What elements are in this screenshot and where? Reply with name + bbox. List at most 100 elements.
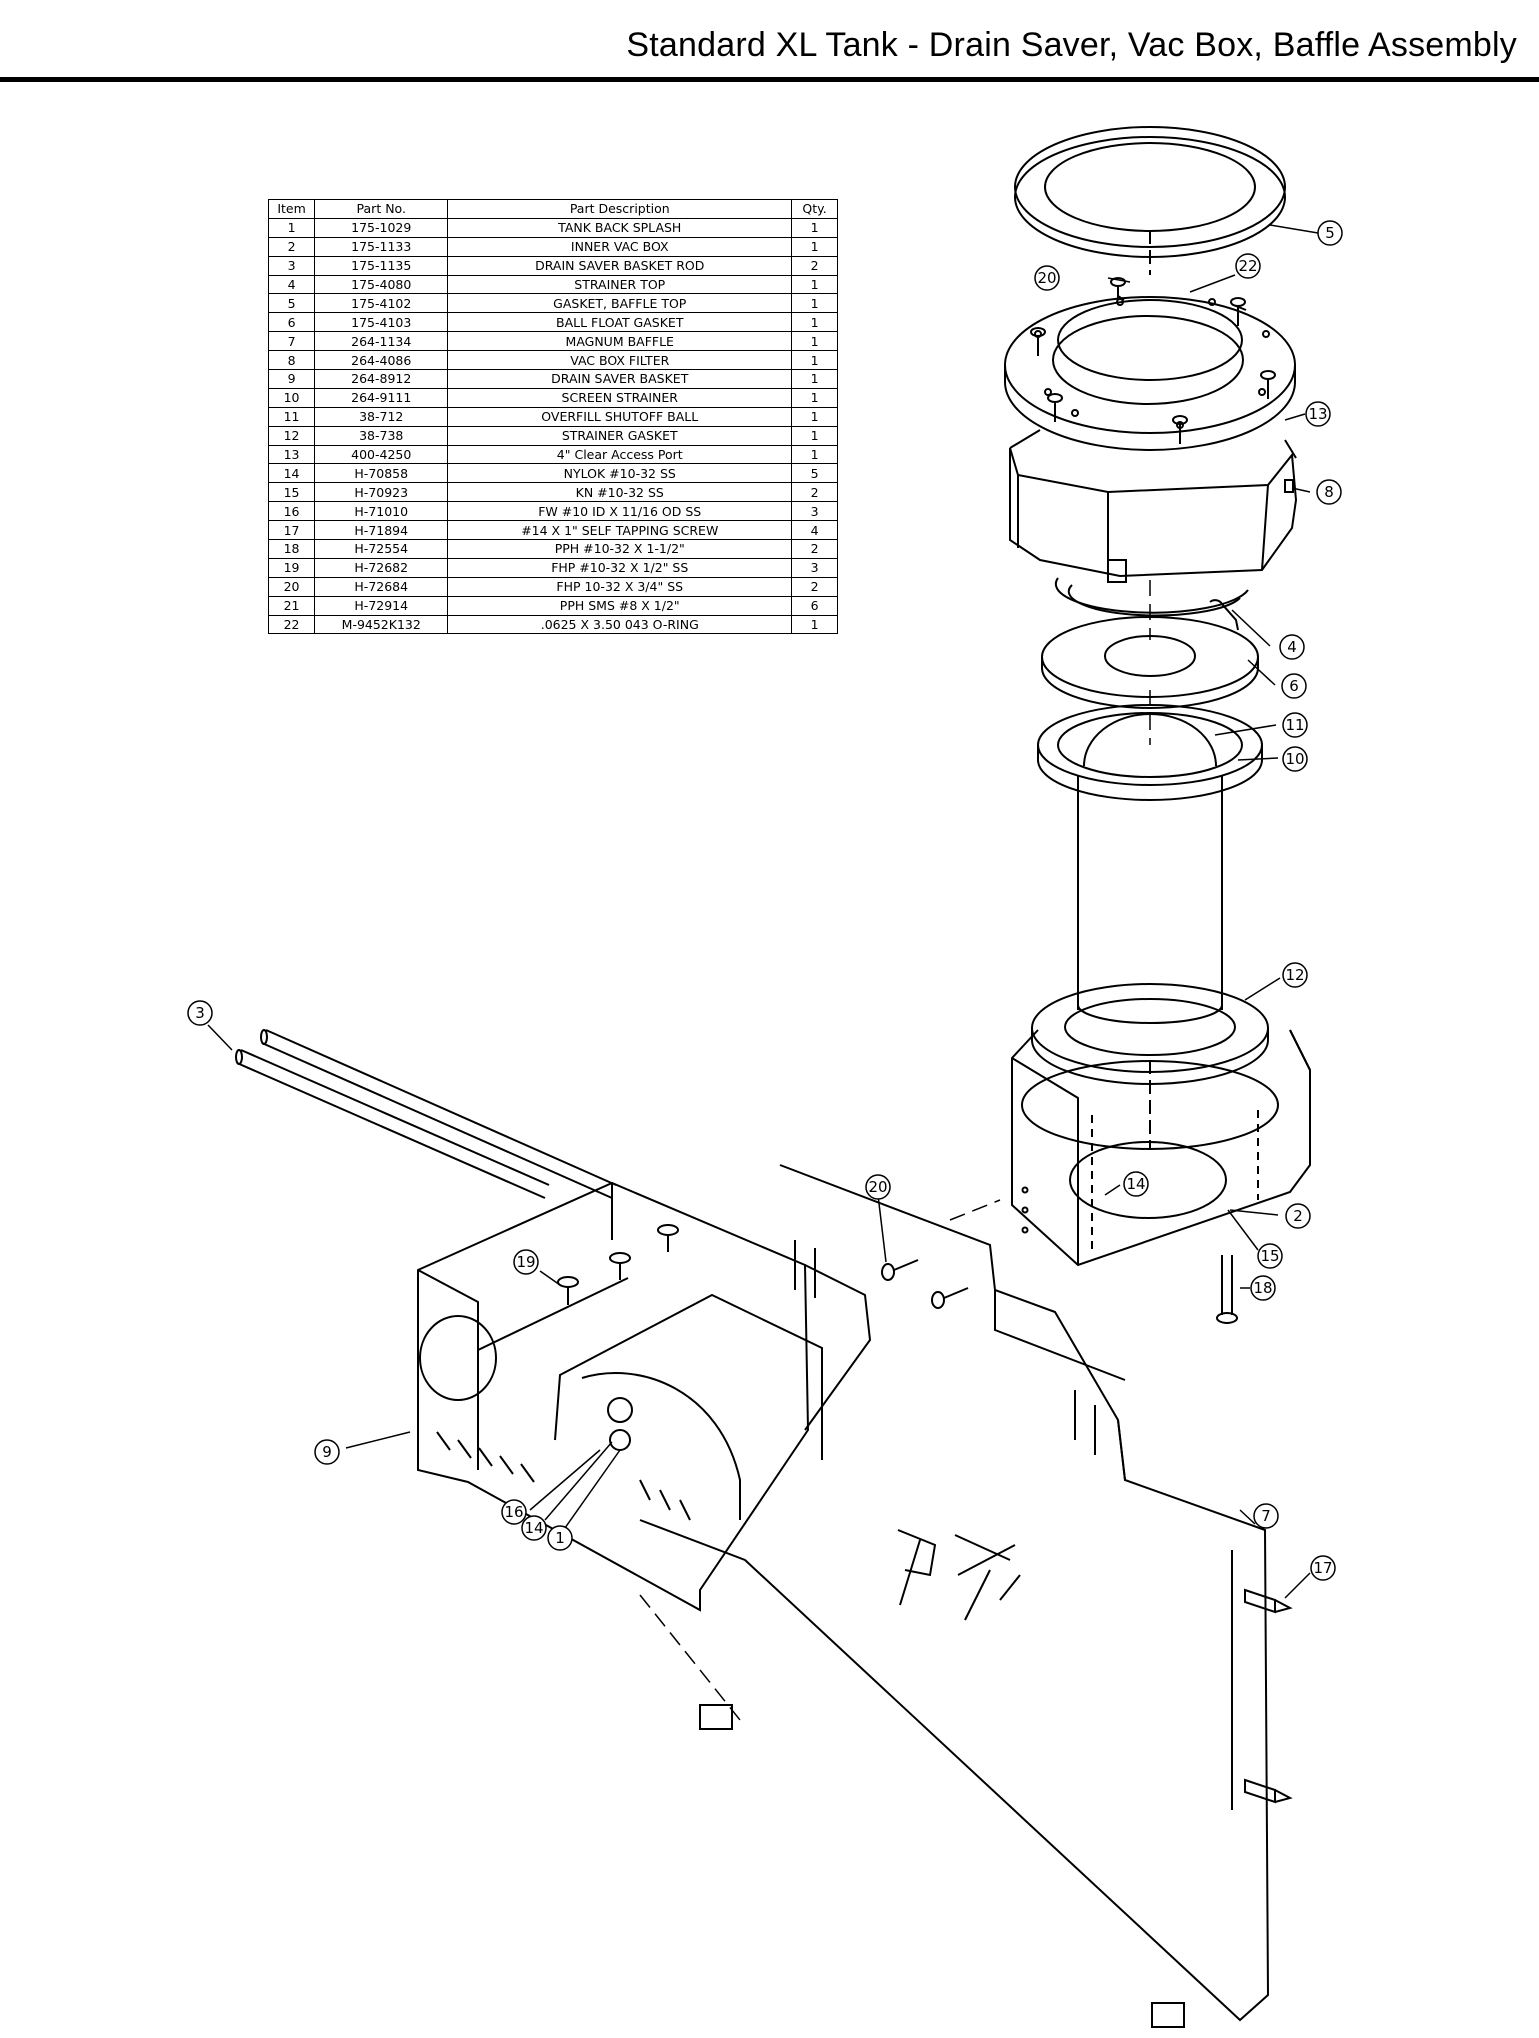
callout-15: 15: [1257, 1243, 1283, 1269]
callout-4: 4: [1279, 634, 1305, 660]
callout-20: 20: [865, 1174, 891, 1200]
cell-item: 5: [267, 293, 316, 314]
callout-16-label: 16: [504, 1503, 523, 1521]
cell-qty: 2: [791, 482, 838, 503]
cell-part-no: M-9452K132: [314, 614, 449, 635]
cell-item: 11: [267, 406, 316, 427]
cell-qty: 1: [791, 387, 838, 408]
cell-part-no: 38-738: [314, 425, 449, 446]
fhp-screws: [557, 1224, 969, 1309]
cell-part-no: H-72682: [314, 557, 449, 578]
cell-description: FHP #10-32 X 1/2" SS: [447, 557, 793, 578]
cell-qty: 1: [791, 331, 838, 352]
cell-description: KN #10-32 SS: [447, 482, 793, 503]
callout-5-label: 5: [1325, 224, 1335, 242]
callout-8: 8: [1316, 479, 1342, 505]
callout-1: 1: [547, 1525, 573, 1551]
baffle-top-gasket: [1014, 126, 1286, 275]
cell-item: 6: [267, 312, 316, 333]
callout-12: 12: [1282, 962, 1308, 988]
cell-description: NYLOK #10-32 SS: [447, 463, 793, 484]
cell-qty: 2: [791, 255, 838, 276]
cell-item: 22: [267, 614, 316, 635]
cell-part-no: 264-4086: [314, 350, 449, 371]
cell-part-no: 175-4080: [314, 274, 449, 295]
callout-12-label: 12: [1285, 966, 1304, 984]
callout-2: 2: [1285, 1203, 1311, 1229]
callout-10: 10: [1282, 746, 1308, 772]
callout-6: 6: [1281, 673, 1307, 699]
callout-14b-label: 14: [524, 1519, 543, 1537]
cell-description: STRAINER TOP: [447, 274, 793, 295]
callout-9: 9: [314, 1439, 340, 1465]
callout-13: 13: [1305, 401, 1331, 427]
cell-qty: 1: [791, 614, 838, 635]
vac-box-filter: [1009, 429, 1298, 583]
inner-vac-box: [1011, 1029, 1311, 1267]
callout-6-label: 6: [1289, 677, 1299, 695]
cell-qty: 1: [791, 274, 838, 295]
cell-qty: 1: [791, 293, 838, 314]
callout-15-label: 15: [1260, 1247, 1279, 1265]
cell-description: FW #10 ID X 11/16 OD SS: [447, 501, 793, 522]
cell-description: 4" Clear Access Port: [447, 444, 793, 465]
cell-item: 3: [267, 255, 316, 276]
callout-3: 3: [187, 1000, 213, 1026]
callout-18: 18: [1250, 1275, 1276, 1301]
centerlines: [639, 580, 1151, 1721]
cell-part-no: 175-4103: [314, 312, 449, 333]
title-rule: [0, 77, 1539, 82]
callout-14a: 14: [1123, 1171, 1149, 1197]
cell-item: 13: [267, 444, 316, 465]
strainer-top: [1054, 577, 1249, 631]
cell-qty: 1: [791, 425, 838, 446]
callout-11: 11: [1282, 712, 1308, 738]
callout-14b: 14: [521, 1515, 547, 1541]
cell-item: 10: [267, 387, 316, 408]
cell-description: MAGNUM BAFFLE: [447, 331, 793, 352]
page-title: Standard XL Tank - Drain Saver, Vac Box,…: [626, 26, 1517, 64]
cell-description: DRAIN SAVER BASKET ROD: [447, 255, 793, 276]
clear-access-port: [1004, 295, 1296, 451]
callout-19-label: 19: [516, 1253, 535, 1271]
drain-saver-basket-rods: [235, 1029, 617, 1199]
cell-part-no: H-70858: [314, 463, 449, 484]
cell-qty: 1: [791, 369, 838, 389]
callout-9-label: 9: [322, 1443, 332, 1461]
cell-item: 15: [267, 482, 316, 503]
cell-description: DRAIN SAVER BASKET: [447, 369, 793, 389]
callout-21-label: 20: [1037, 269, 1056, 287]
cell-qty: 1: [791, 350, 838, 371]
callout-21: 20: [1034, 265, 1060, 291]
cell-item: 8: [267, 350, 316, 371]
callout-18-label: 18: [1253, 1279, 1272, 1297]
cell-part-no: H-71894: [314, 520, 449, 541]
callout-17-label: 17: [1313, 1559, 1332, 1577]
magnum-baffle: [639, 1164, 1270, 2028]
cell-description: FHP 10-32 X 3/4" SS: [447, 576, 793, 597]
callout-5: 5: [1317, 220, 1343, 246]
cell-qty: 5: [791, 463, 838, 484]
callout-22: 22: [1235, 253, 1261, 279]
pph-screw-18: [1216, 1255, 1238, 1324]
cell-description: BALL FLOAT GASKET: [447, 312, 793, 333]
callout-16: 16: [501, 1499, 527, 1525]
cell-part-no: 264-9111: [314, 387, 449, 408]
cell-part-no: H-72914: [314, 595, 449, 616]
callout-8-label: 8: [1324, 483, 1334, 501]
